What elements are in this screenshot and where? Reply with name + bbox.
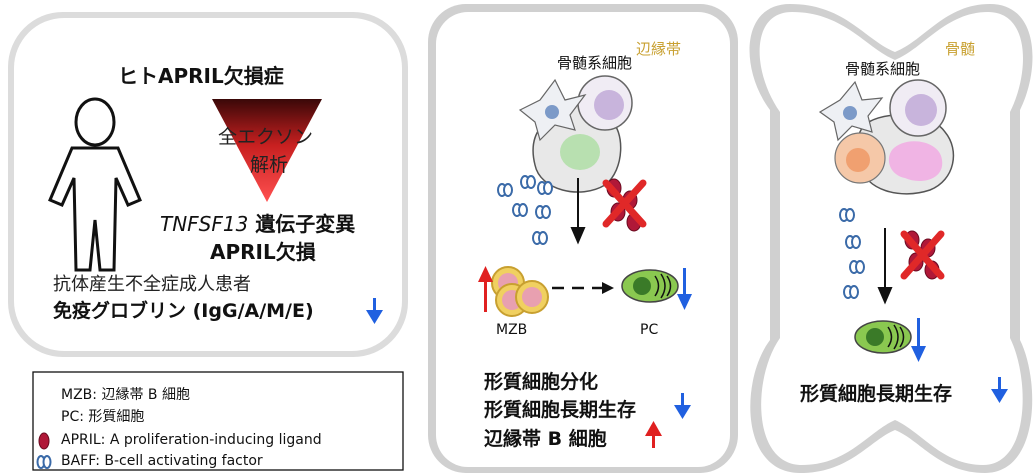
pc-cell-right [854,320,912,354]
pc-label: PC [640,322,659,338]
cross-middle [602,179,647,228]
result-differentiation: 形質細胞分化 [484,371,599,393]
arrow-up-mzb [478,266,493,312]
april-deficiency: APRIL欠損 [210,240,316,264]
right-panel-bone [749,4,1033,473]
arrow-down-pc [677,268,692,310]
middle-panel [436,12,730,467]
right-myeloid-cells [818,79,955,195]
arrow-down-right-result [991,377,1008,403]
legend-box [32,371,404,471]
legend-baff-icon [36,455,52,469]
person-icon [48,97,142,272]
mzb-cells [491,266,549,317]
arrow-up-result3 [645,421,662,448]
mutation-text: 遺伝子変異 [255,212,356,236]
arrow-down-ig [366,298,383,324]
dashed-arrow [552,282,614,294]
analysis-line2: 解析 [250,154,289,176]
legend-baff: BAFF: B-cell activating factor [61,453,263,469]
left-title: ヒトAPRIL欠損症 [118,64,284,88]
right-myeloid-label: 骨髄系細胞 [845,60,921,78]
middle-myeloid-label: 骨髄系細胞 [557,54,633,72]
cross-right [900,230,945,280]
arrow-down-right [877,228,893,305]
legend-mzb: MZB: 辺縁帯 B 細胞 [61,387,190,403]
result-longterm: 形質細胞長期生存 [484,399,637,421]
analysis-line1: 全エクソン [218,126,314,148]
ig-text: 免疫グロブリン (IgG/A/M/E) [53,300,314,322]
legend-april-icon [38,432,50,450]
mzb-label: MZB [496,322,528,338]
arrow-down-result2 [674,393,691,419]
patients-text: 抗体産生不全症成人患者 [53,274,251,295]
legend-pc: PC: 形質細胞 [61,409,145,425]
result-mzb: 辺縁帯 B 細胞 [484,428,607,450]
right-location: 骨髄 [945,40,976,58]
gene-name: TNFSF13 [160,212,249,236]
baff-cluster-middle [497,175,553,245]
arrow-down-middle [570,178,586,245]
right-result: 形質細胞長期生存 [800,383,953,405]
baff-cluster-right [839,208,865,299]
exome-triangle [212,99,322,202]
arrow-down-pc-right [911,318,926,362]
mutation-line: TNFSF13 遺伝子変異 [160,208,355,237]
legend-april: APRIL: A proliferation-inducing ligand [61,432,322,448]
middle-location: 辺縁帯 [636,40,682,58]
middle-myeloid-cells [518,75,633,193]
pc-cell-middle [621,269,679,303]
